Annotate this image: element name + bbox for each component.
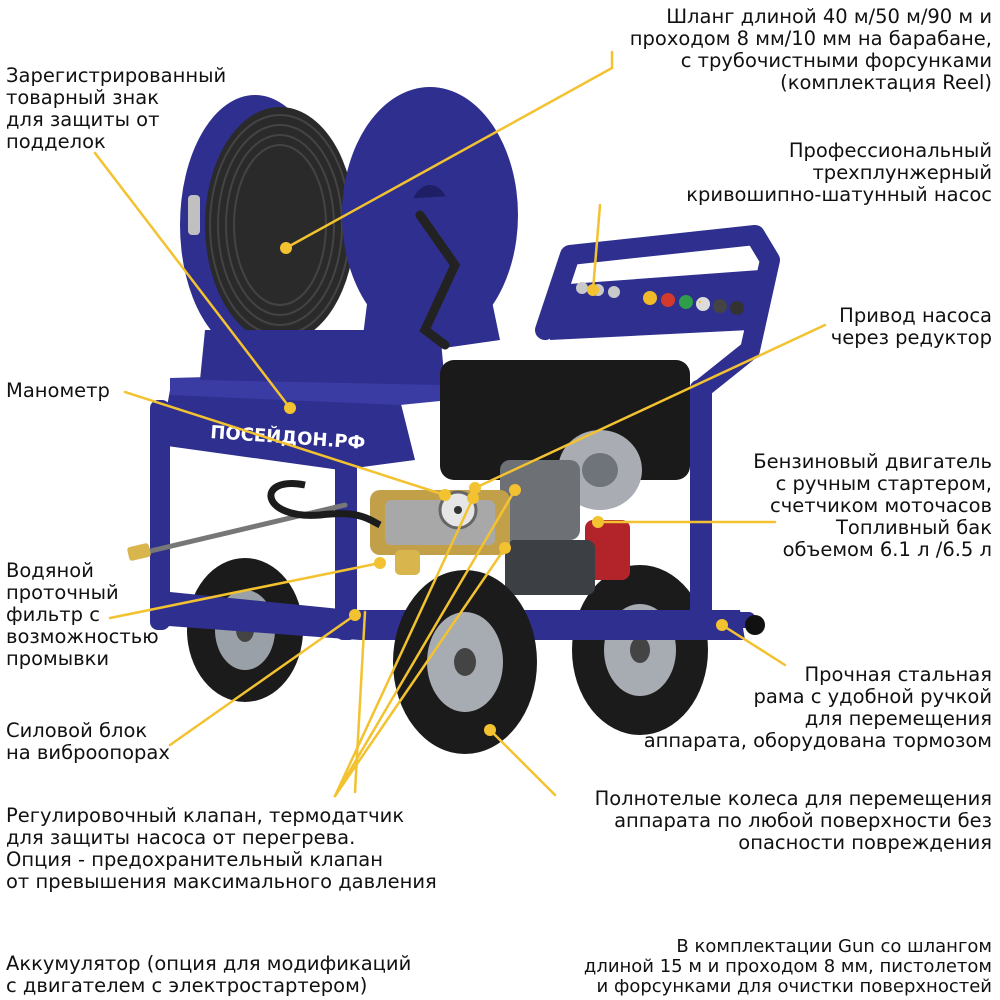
leader-dots	[280, 242, 728, 736]
label-manometer: Манометр	[6, 379, 110, 402]
leader-lines	[93, 50, 827, 798]
label-tank: Топливный бак объемом 6.1 л /6.5 л	[782, 516, 992, 561]
label-engine: Бензиновый двигатель с ручным стартером,…	[753, 450, 992, 517]
label-hose: Шланг длиной 40 м/50 м/90 м и проходом 8…	[629, 5, 992, 94]
engine	[440, 360, 690, 595]
label-valve: Регулировочный клапан, термодатчик для з…	[6, 804, 437, 893]
hose-reel	[180, 87, 518, 385]
label-trademark: Зарегистрированный товарный знак для защ…	[6, 64, 227, 153]
label-drive: Привод насоса через редуктор	[830, 304, 992, 349]
handle-frame	[535, 225, 780, 400]
label-frame: Прочная стальная рама с удобной ручкой д…	[643, 663, 992, 752]
label-filter: Водяной проточный фильтр с возможностью …	[6, 559, 159, 670]
label-gun: В комплектации Gun со шлангом длиной 15 …	[583, 936, 992, 997]
wheel-front-left	[393, 570, 537, 754]
label-wheels: Полнотелые колеса для перемещения аппара…	[594, 787, 992, 854]
label-pump: Профессиональный трехплунжерный кривошип…	[686, 139, 992, 206]
pressure-hose	[267, 480, 382, 529]
label-power: Силовой блок на виброопорах	[6, 719, 170, 764]
label-battery: Аккумулятор (опция для модификаций с дви…	[6, 952, 412, 997]
